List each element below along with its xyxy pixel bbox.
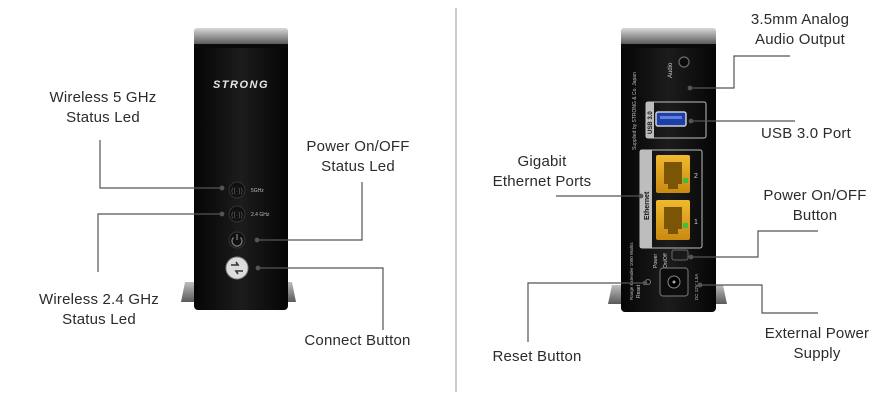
- svg-text:((·)): ((·)): [231, 212, 243, 219]
- led-5ghz-icon: [228, 181, 246, 199]
- ethernet-text: Ethernet: [644, 191, 651, 220]
- supplied-text: Supplied by STRONG & Co. Japan: [632, 72, 638, 150]
- callout-line-power-button: [691, 230, 818, 258]
- callout-line-external-power: [700, 284, 818, 314]
- audio-text: Audio: [668, 62, 674, 78]
- port-2-label: 2: [694, 173, 698, 180]
- callout-line-connect: [258, 267, 384, 330]
- port-1-label: 1: [694, 219, 698, 226]
- led-5ghz-text: 5GHz: [251, 188, 264, 194]
- led-24ghz-icon: [228, 205, 246, 223]
- label-reset-button: Reset Button: [492, 348, 582, 365]
- range-text: Range Extender 1000 Wahts: [629, 242, 634, 300]
- connect-button-icon: [225, 256, 249, 280]
- power-text: Power: [653, 253, 659, 268]
- reset-text: Reset: [636, 284, 642, 298]
- svg-text:((·)): ((·)): [231, 188, 243, 195]
- callout-line-reset: [527, 282, 645, 342]
- label-audio-output: 3.5mm Analog Audio Output: [750, 11, 850, 48]
- front-brand-logo: STRONG: [213, 79, 269, 91]
- label-wireless-5ghz: Wireless 5 GHz Status Led: [49, 89, 157, 126]
- usb-text: USB 3.0: [648, 111, 654, 134]
- callout-line-audio: [690, 55, 790, 89]
- audio-jack-icon: [678, 56, 690, 68]
- label-connect-button: Connect Button: [304, 332, 411, 349]
- label-power-button: Power On/OFF Button: [763, 187, 867, 224]
- label-usb-port: USB 3.0 Port: [761, 125, 851, 142]
- dc-text: DC 12V 1.5A: [694, 274, 699, 300]
- callout-line-power-led: [257, 182, 363, 241]
- front-callout-lines: [97, 140, 384, 330]
- onoff-text: On/Off: [663, 253, 669, 268]
- label-power-status-led: Power On/OFF Status Led: [306, 138, 410, 175]
- back-device: Supplied by STRONG & Co. Japan Audio USB…: [608, 28, 727, 312]
- label-external-power: External Power Supply: [764, 325, 870, 362]
- power-button-icon: [671, 249, 689, 261]
- led-24ghz-text: 2.4 GHz: [251, 212, 270, 218]
- label-wireless-24ghz: Wireless 2.4 GHz Status Led: [39, 291, 159, 328]
- label-ethernet-ports: Gigabit Ethernet Ports: [492, 153, 592, 190]
- callout-line-5ghz: [99, 140, 222, 189]
- back-callout-lines: [527, 55, 818, 342]
- callout-line-24ghz: [97, 213, 222, 272]
